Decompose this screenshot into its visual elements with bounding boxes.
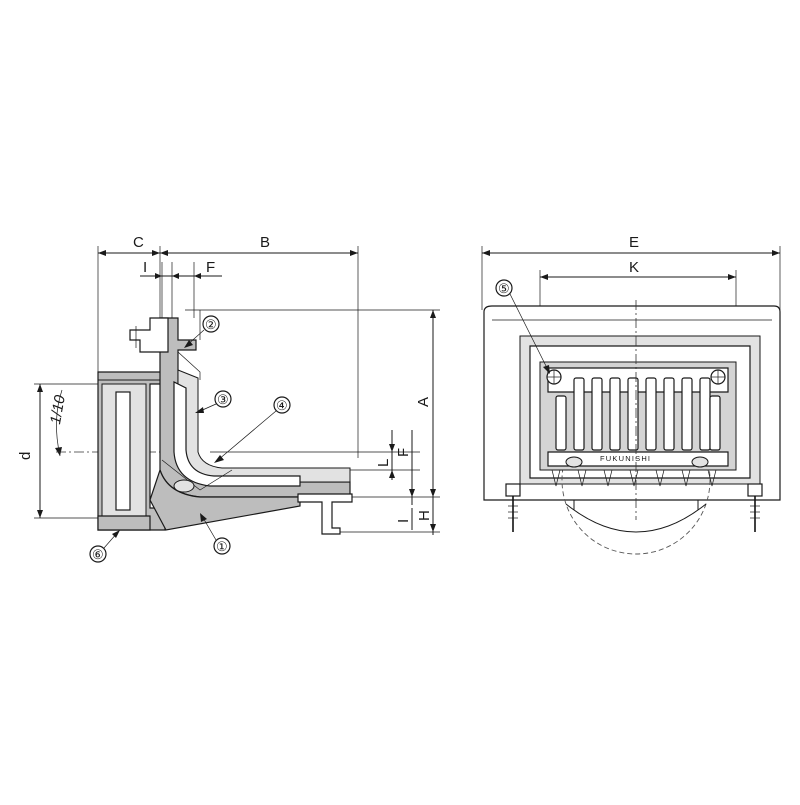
grating-bolt-left <box>546 369 562 385</box>
callout-6: ⑥ <box>89 530 120 563</box>
arrow <box>172 273 179 279</box>
arrow <box>37 384 43 392</box>
arrow <box>728 274 736 280</box>
brand-text: FUKUNISHI <box>600 454 651 463</box>
svg-text:①: ① <box>216 539 228 554</box>
arrow <box>350 250 358 256</box>
arrow <box>194 273 201 279</box>
callout-1: ① <box>200 513 231 555</box>
arrow <box>389 444 395 452</box>
dim-label-k: K <box>629 259 639 276</box>
trap-bolt <box>173 479 195 493</box>
front-elevation-view: E K <box>481 234 781 555</box>
dim-label-i-side: I <box>395 519 412 523</box>
arrow <box>430 310 436 318</box>
socket-inner-wall <box>115 391 131 511</box>
arrow <box>160 250 168 256</box>
anchor-leg-left <box>505 483 521 532</box>
grating-bottom-rail <box>547 451 729 467</box>
arrow <box>540 274 548 280</box>
dim-label-i-top: I <box>143 259 147 276</box>
dim-label-f-side: F <box>395 448 412 457</box>
grating-bolt-right <box>710 369 726 385</box>
grating-teeth <box>551 469 717 487</box>
arrow <box>152 250 160 256</box>
arrow <box>98 250 106 256</box>
svg-text:③: ③ <box>217 392 229 407</box>
outlet-bottom-ticks <box>573 500 699 510</box>
arrow <box>155 273 162 279</box>
arrow <box>37 510 43 518</box>
svg-text:②: ② <box>205 317 217 332</box>
callout-3: ③ <box>195 390 232 413</box>
dim-label-c: C <box>133 234 144 251</box>
callout-4: ④ <box>214 396 291 463</box>
svg-text:⑤: ⑤ <box>498 281 510 296</box>
arrow <box>482 250 490 256</box>
clamp-arm <box>177 351 201 380</box>
arrow <box>55 447 62 456</box>
side-section-view: C B I F A L F H I <box>17 234 440 563</box>
inner-body-wall <box>177 369 351 483</box>
svg-text:④: ④ <box>276 398 288 413</box>
trap-elbow <box>173 381 301 487</box>
arrow <box>772 250 780 256</box>
arrow <box>430 489 436 497</box>
slope-label: 1/10 <box>47 393 69 425</box>
trap-detail <box>161 459 233 491</box>
socket-seal-ring <box>97 515 151 531</box>
hinge-bolt-left <box>565 456 583 468</box>
arrow <box>430 524 436 532</box>
arrow <box>389 470 395 478</box>
hinge-bolt-right <box>691 456 709 468</box>
arrow <box>409 489 415 497</box>
dim-label-a: A <box>415 397 432 407</box>
clamp-bracket <box>129 317 169 353</box>
callout-5: ⑤ <box>495 279 550 374</box>
svg-text:⑥: ⑥ <box>92 547 104 562</box>
callout-2: ② <box>184 315 220 348</box>
anchor-leg-right <box>747 483 763 532</box>
dim-label-f-top: F <box>206 259 215 276</box>
anchor-bracket <box>297 493 353 535</box>
dim-label-h: H <box>416 510 433 521</box>
dim-label-l: L <box>375 459 392 467</box>
dim-label-b: B <box>260 234 270 251</box>
outlet-bottom-arc <box>565 503 707 533</box>
dim-label-e: E <box>629 234 639 251</box>
grating-slots <box>555 377 721 451</box>
dim-label-d: d <box>17 452 34 460</box>
